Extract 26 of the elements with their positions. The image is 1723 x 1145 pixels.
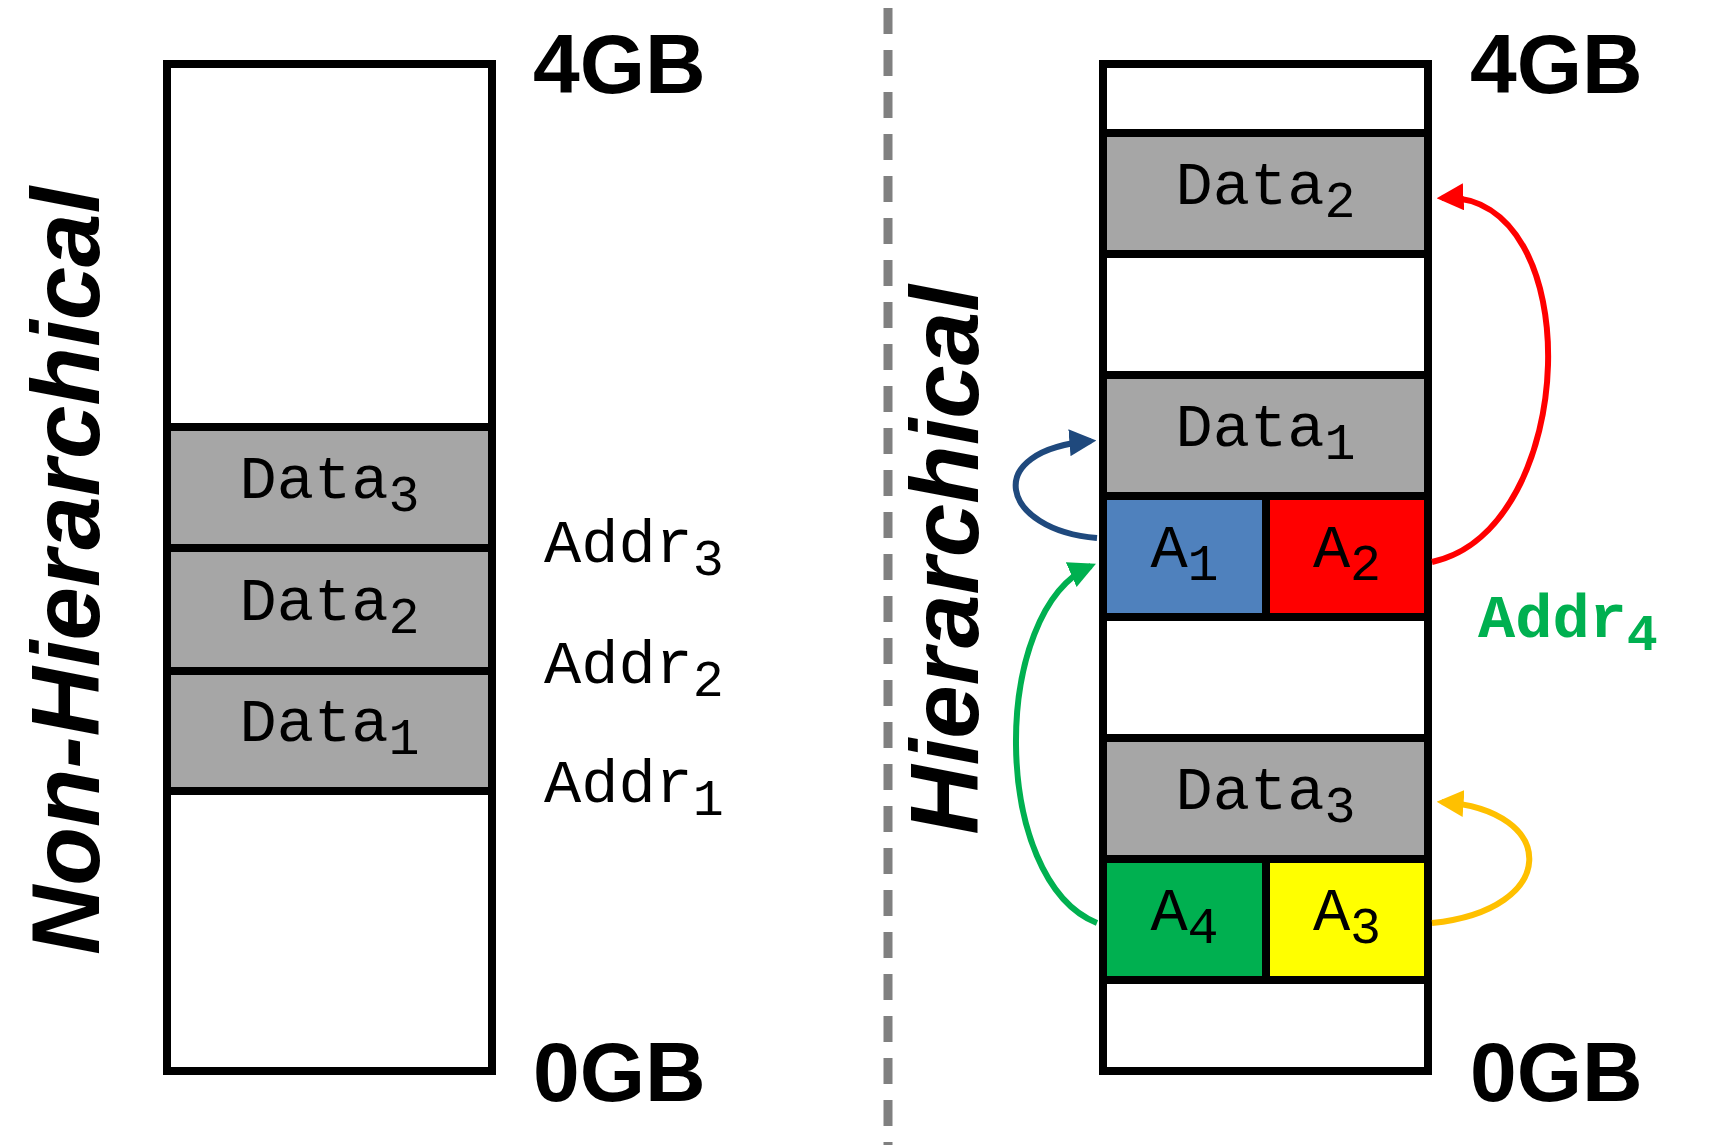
block-label: Data$_{2}$ bbox=[1175, 156, 1356, 231]
block-label: A$_{4}$ bbox=[1150, 882, 1219, 957]
block-label: A$_{3}$ bbox=[1312, 882, 1382, 957]
capacity-label: 4GB bbox=[533, 22, 706, 106]
address-label: Addr$_{1}$ bbox=[544, 755, 724, 829]
address-label: Addr$_{4}$ bbox=[1478, 590, 1658, 664]
axis-title: Non-Hierarchical bbox=[18, 186, 114, 956]
block-label: A$_{2}$ bbox=[1312, 519, 1382, 594]
capacity-label: 0GB bbox=[1470, 1030, 1643, 1114]
axis-title: Hierarchical bbox=[897, 285, 993, 835]
block-label: A$_{1}$ bbox=[1150, 519, 1219, 594]
memory-block bbox=[1107, 129, 1424, 258]
block-label: Data$_{2}$ bbox=[239, 572, 420, 647]
block-label: Data$_{1}$ bbox=[1175, 398, 1356, 473]
block-label: Data$_{1}$ bbox=[239, 694, 420, 768]
address-label: Addr$_{3}$ bbox=[544, 515, 724, 589]
memory-column bbox=[1099, 60, 1432, 1075]
address-label: Addr$_{2}$ bbox=[544, 636, 724, 710]
memory-column bbox=[163, 60, 496, 1075]
pointer-arrow bbox=[1013, 563, 1099, 926]
block-label: Data$_{3}$ bbox=[239, 450, 420, 525]
capacity-label: 4GB bbox=[1470, 22, 1643, 106]
block-label: Data$_{3}$ bbox=[1175, 761, 1356, 836]
pointer-arrow bbox=[1013, 430, 1098, 541]
capacity-label: 0GB bbox=[533, 1030, 706, 1114]
pointer-arrow bbox=[1431, 791, 1533, 926]
